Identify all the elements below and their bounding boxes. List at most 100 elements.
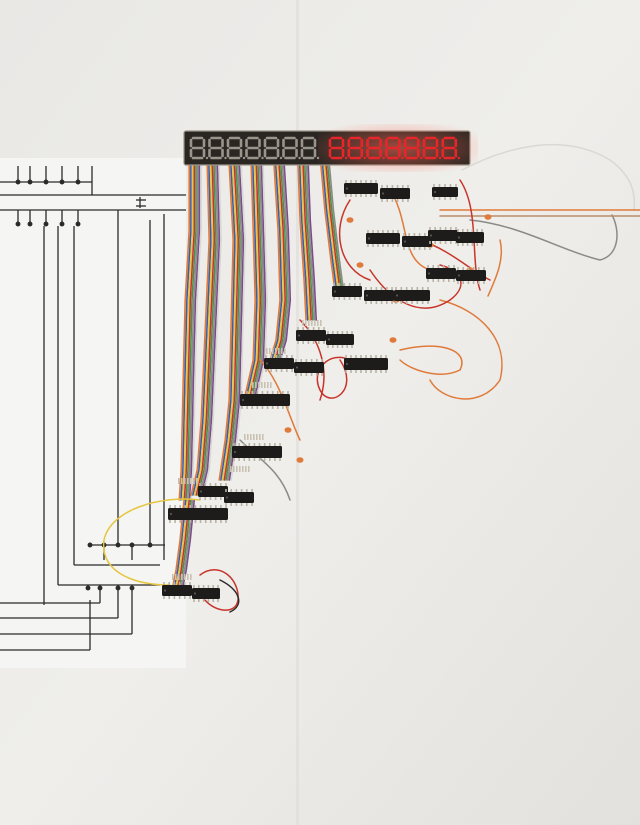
header-pin xyxy=(233,466,235,472)
chip-body xyxy=(326,334,354,345)
ribbon-cable xyxy=(192,164,212,496)
digit-dot xyxy=(298,156,301,160)
schematic-node xyxy=(115,542,121,548)
header-pin xyxy=(242,466,244,472)
loose-wire xyxy=(429,299,503,400)
schematic-node xyxy=(147,542,153,548)
display-digit xyxy=(328,136,348,160)
ic-chip xyxy=(192,585,220,602)
chip-pin xyxy=(360,370,362,373)
chip-pin xyxy=(189,505,192,508)
digit-segments xyxy=(366,136,382,160)
chip-pin xyxy=(365,180,367,183)
chip-pin xyxy=(450,241,452,244)
chip-pin xyxy=(332,345,334,348)
ribbon-cable xyxy=(218,164,234,481)
digit-dot xyxy=(420,156,423,160)
header-pin xyxy=(190,478,192,484)
chip-pin xyxy=(193,599,195,602)
chip-pin xyxy=(462,281,464,284)
header-pin xyxy=(196,478,198,484)
chip-pin xyxy=(424,233,426,236)
chip-notch xyxy=(297,334,301,337)
chip-body xyxy=(456,232,484,243)
chip-pin xyxy=(471,243,474,246)
chip-pin xyxy=(327,331,329,334)
header-pin xyxy=(184,574,186,580)
display-digit xyxy=(403,136,423,160)
capacitor xyxy=(346,217,354,223)
digit-segments xyxy=(208,136,224,160)
ribbon-cable xyxy=(200,164,221,496)
chip-pin xyxy=(238,443,240,446)
ribbon-cable xyxy=(178,164,190,501)
ribbon-cable xyxy=(186,164,199,501)
header-pin xyxy=(253,434,255,440)
chip-pin xyxy=(385,370,387,373)
chip-pin xyxy=(433,197,435,200)
header-pin xyxy=(314,320,316,326)
chip-pin xyxy=(462,229,464,232)
ribbon-cable xyxy=(274,164,286,361)
chip-body xyxy=(364,290,394,301)
chip-pin xyxy=(453,265,455,268)
chip-pin xyxy=(212,599,214,602)
chip-body xyxy=(264,358,294,369)
chip-pin xyxy=(483,267,485,270)
ic-chip xyxy=(426,265,456,282)
ribbon-cable xyxy=(323,164,340,291)
chip-pin xyxy=(382,230,384,233)
chip-pin xyxy=(302,341,304,344)
chip-pin xyxy=(418,233,421,236)
chip-pin xyxy=(457,243,459,246)
chip-pin xyxy=(178,596,181,599)
chip-pin xyxy=(275,369,278,372)
capacitor xyxy=(284,427,292,433)
chip-pin xyxy=(246,391,248,394)
digit-dot xyxy=(242,156,246,160)
chip-pin xyxy=(271,406,274,409)
chip-pin xyxy=(351,331,353,334)
header-pin xyxy=(281,348,283,354)
digit-segments xyxy=(422,136,439,160)
chip-pin xyxy=(271,391,274,394)
chip-pin xyxy=(365,355,367,358)
chip-pin xyxy=(241,391,243,394)
chip-pin xyxy=(345,194,347,197)
chip-pin xyxy=(355,355,357,358)
chip-pin xyxy=(297,341,299,344)
chip-pin xyxy=(248,458,251,461)
ic-chip xyxy=(380,185,410,202)
chip-pin xyxy=(173,582,176,585)
chip-pin xyxy=(462,243,464,246)
ic-chips xyxy=(162,180,486,602)
chip-notch xyxy=(225,496,229,499)
chip-pin xyxy=(380,287,383,290)
chip-pin xyxy=(483,281,485,284)
digit-dot xyxy=(344,156,348,160)
chip-pin xyxy=(240,489,243,492)
chip-notch xyxy=(345,187,349,190)
ribbon-cable xyxy=(180,164,192,501)
chip-pin xyxy=(370,301,372,304)
digit-segments xyxy=(263,136,280,160)
chip-pin xyxy=(367,244,369,247)
ribbon-cable xyxy=(220,164,236,481)
chip-pin xyxy=(444,241,447,244)
chip-body xyxy=(456,270,486,281)
chip-pin xyxy=(455,197,457,200)
chip-pin xyxy=(457,267,459,270)
chip-body xyxy=(198,486,228,497)
chip-pin xyxy=(280,369,283,372)
chip-pin xyxy=(246,489,248,492)
ribbon-cable xyxy=(277,164,290,361)
chip-pin xyxy=(184,596,186,599)
digit-segments xyxy=(403,136,420,160)
chip-pin xyxy=(375,355,377,358)
chip-pin xyxy=(405,301,408,304)
ribbon-cable xyxy=(202,164,222,496)
ribbon-cable xyxy=(185,164,197,501)
chip-pin xyxy=(386,301,388,304)
chip-pin xyxy=(280,355,283,358)
